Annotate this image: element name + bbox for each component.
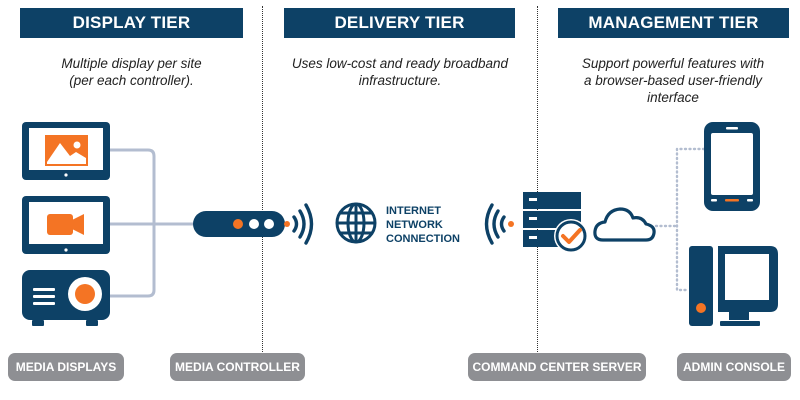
video-display-icon [22, 196, 110, 254]
tier-divider-right [537, 6, 538, 358]
media-controller-label: MEDIA CONTROLLER [170, 353, 305, 381]
description-line: Multiple display per site [61, 56, 202, 71]
image-display-icon [22, 122, 110, 180]
description-line: interface [647, 90, 699, 105]
tier-divider-left [262, 6, 263, 358]
delivery-tier-header: DELIVERY TIER [284, 8, 515, 38]
description-line: a browser-based user-friendly [583, 73, 763, 88]
globe-icon [335, 202, 377, 244]
command-center-server-label: COMMAND CENTER SERVER [468, 353, 646, 381]
display-tier-description: Multiple display per site (per each cont… [20, 55, 243, 89]
wireless-signal-icon [484, 203, 514, 245]
description-line: infrastructure. [358, 73, 442, 88]
description-line: (per each controller). [69, 73, 194, 88]
cloud-icon [593, 207, 656, 242]
network-label-line: CONNECTION [386, 233, 460, 245]
description-line: Support powerful features with [581, 56, 765, 71]
description-line: Uses low-cost and ready broadband [291, 56, 509, 71]
display-tier-header: DISPLAY TIER [20, 8, 243, 38]
media-player-icon [193, 211, 285, 237]
server-check-icon [523, 192, 588, 253]
wireless-signal-icon [284, 203, 314, 245]
media-displays-label: MEDIA DISPLAYS [8, 353, 124, 381]
admin-connector-lines [654, 147, 706, 292]
smartphone-icon [704, 122, 760, 211]
internet-network-connection-label: INTERNET NETWORK CONNECTION [386, 204, 460, 246]
projector-icon [22, 270, 110, 326]
delivery-tier-description: Uses low-cost and ready broadband infras… [270, 55, 530, 89]
desktop-computer-icon [689, 246, 778, 326]
network-label-line: INTERNET [386, 205, 441, 217]
management-tier-description: Support powerful features with a browser… [548, 55, 798, 106]
display-connector-lines [108, 148, 195, 298]
network-label-line: NETWORK [386, 219, 443, 231]
management-tier-header: MANAGEMENT TIER [558, 8, 789, 38]
admin-console-label: ADMIN CONSOLE [677, 353, 791, 381]
